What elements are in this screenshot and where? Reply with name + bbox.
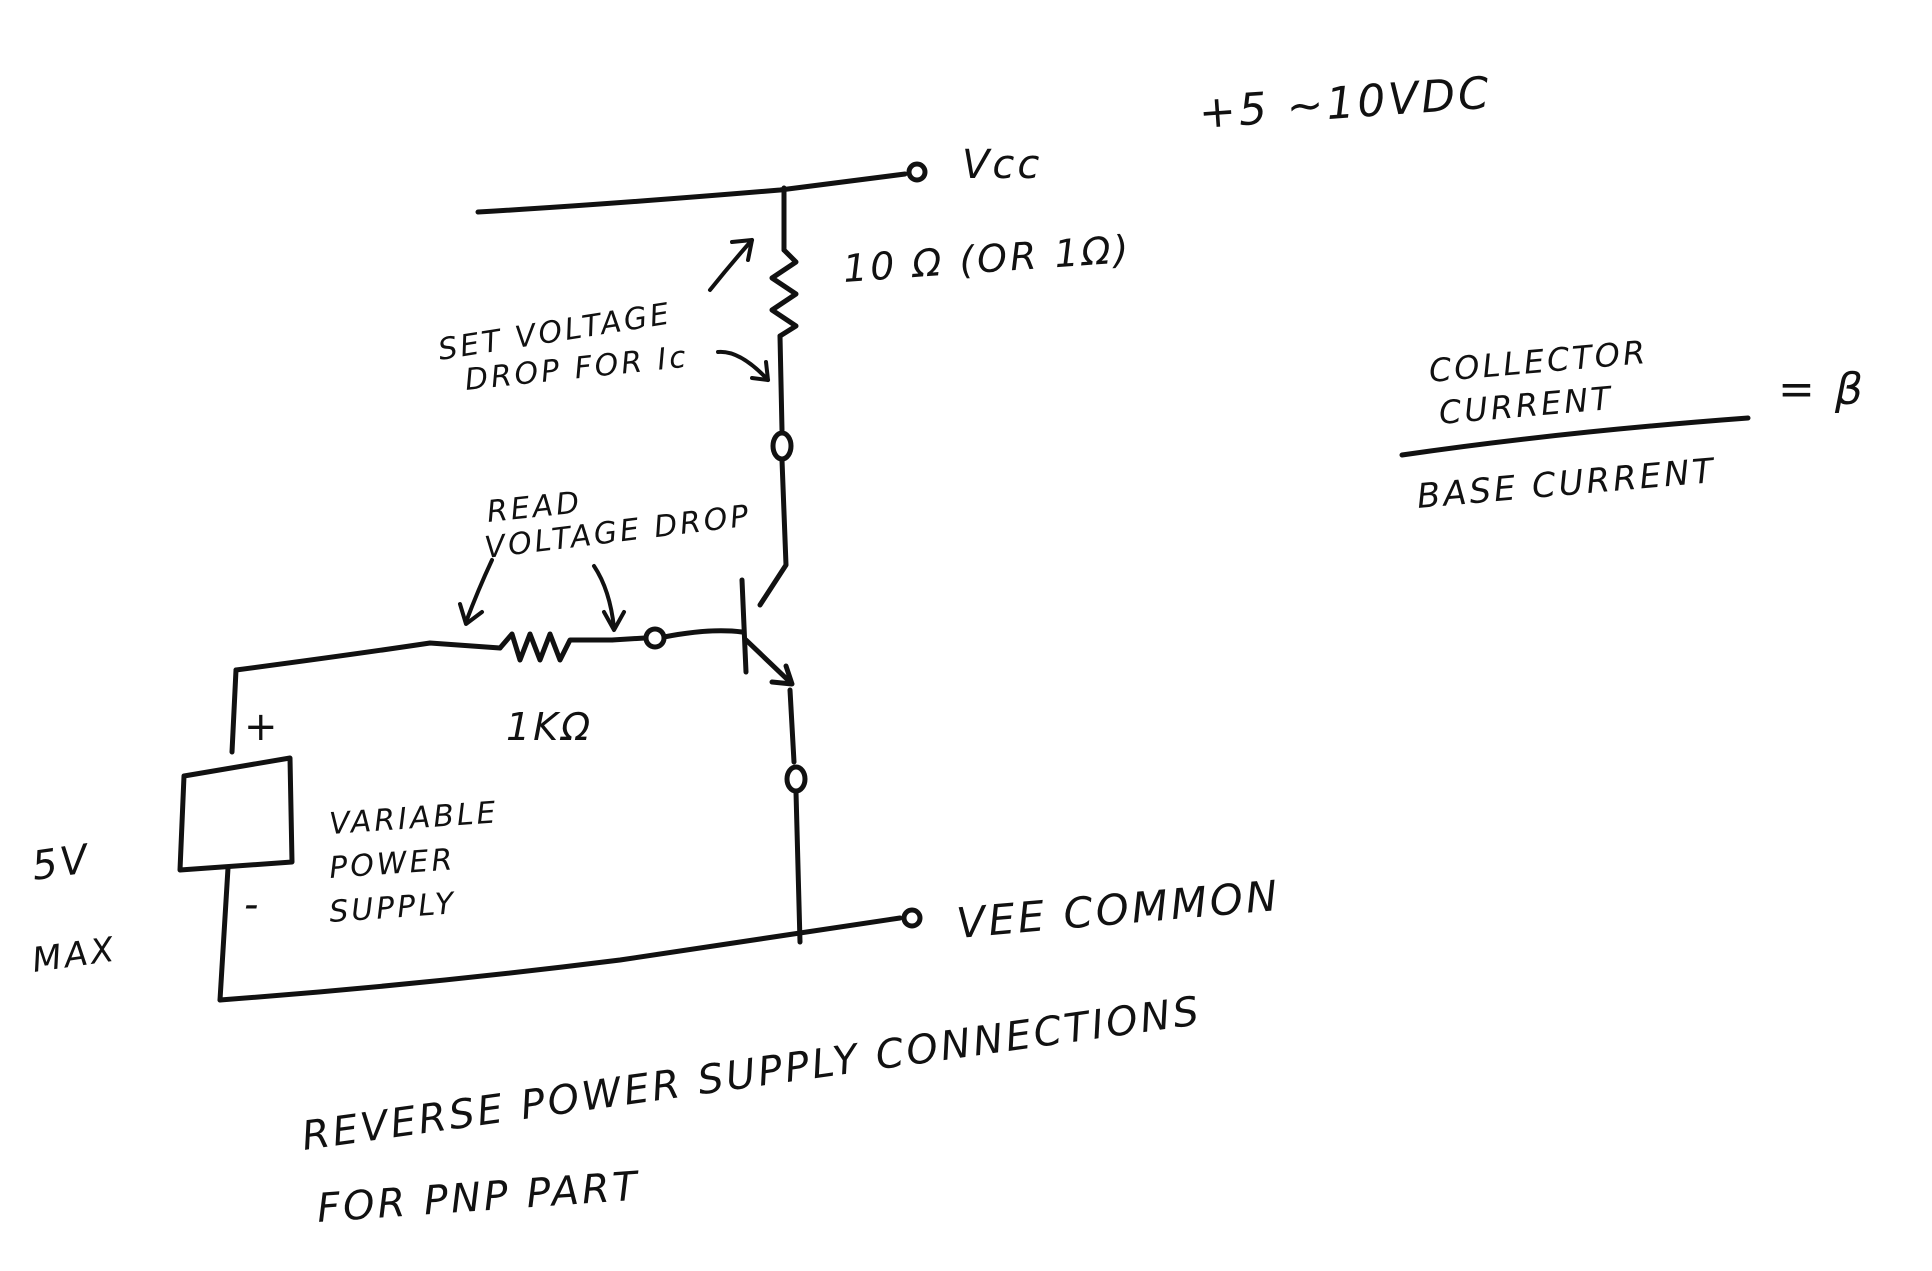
supply-label-line2: POWER — [328, 842, 456, 886]
beta-equals: = β — [1778, 364, 1866, 415]
pnp-note-line1: REVERSE POWER SUPPLY CONNECTIONS — [299, 988, 1204, 1160]
vee-terminal — [901, 907, 923, 929]
set-drop-arrow-up — [708, 238, 754, 292]
supply-box — [177, 755, 295, 873]
collector-resistor — [769, 247, 799, 339]
supply-minus-label: - — [244, 882, 261, 928]
collector-resistor-label: 10 Ω (OR 1Ω) — [842, 227, 1133, 291]
max-voltage-label-line2: MAX — [30, 929, 120, 980]
vcc-range-label: +5 ~10VDC — [1197, 68, 1493, 139]
base-wire-mid — [609, 635, 648, 643]
read-drop-arrow-right — [592, 564, 616, 630]
read-drop-arrow-right-head — [602, 610, 626, 632]
vee-common-label: VEE COMMON — [955, 871, 1283, 948]
transistor-emitter-leg — [743, 637, 793, 685]
supply-minus-lead — [217, 865, 231, 1003]
vcc-terminal — [906, 161, 928, 183]
read-drop-arrow-left-head — [458, 602, 484, 626]
supply-plus-lead — [229, 667, 239, 755]
supply-label-line3: SUPPLY — [328, 886, 457, 930]
read-drop-arrow-left — [464, 558, 494, 624]
base-resistor-label: 1KΩ — [506, 705, 593, 749]
emitter-wire-bottom — [793, 789, 803, 945]
vcc-rail — [475, 171, 908, 215]
beta-numerator-line1: COLLECTOR — [1427, 333, 1649, 390]
base-wire-right — [661, 628, 745, 640]
vcc-label: Vcc — [962, 142, 1042, 188]
emitter-test-point — [784, 764, 808, 794]
collector-wire-mid — [777, 333, 785, 433]
beta-fraction-bar — [1399, 415, 1751, 458]
supply-plus-label: + — [244, 704, 281, 750]
emitter-arrow — [769, 663, 795, 687]
set-drop-arrow-down — [716, 349, 770, 382]
set-drop-arrow-up-head — [730, 238, 754, 262]
base-wire-left — [233, 640, 503, 673]
transistor-base-bar — [739, 577, 749, 675]
base-resistor — [497, 631, 615, 663]
pnp-note-line2: FOR PNP PART — [315, 1163, 642, 1232]
max-voltage-label-line1: 5V — [29, 836, 94, 890]
base-terminal — [643, 626, 667, 650]
set-drop-arrow-down-head — [750, 360, 770, 382]
supply-label-line1: VARIABLE — [328, 795, 500, 842]
beta-denominator: BASE CURRENT — [1415, 451, 1717, 517]
emitter-wire — [787, 687, 797, 765]
collector-test-point — [770, 430, 794, 462]
collector-wire-bottom — [757, 457, 789, 608]
vee-rail — [217, 915, 903, 1003]
